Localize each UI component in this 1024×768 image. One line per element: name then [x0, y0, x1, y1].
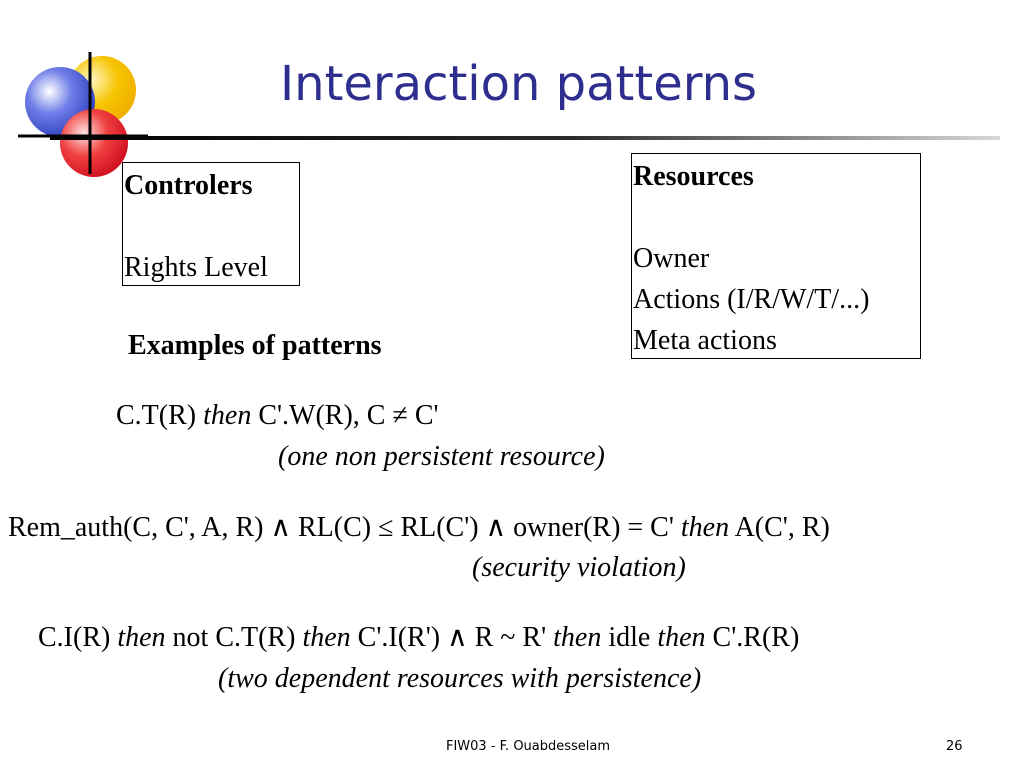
blank-line — [124, 206, 299, 247]
examples-heading: Examples of patterns — [128, 330, 382, 361]
formula-text: C'.I(R') ∧ R ~ R' — [350, 622, 554, 653]
formula-keyword: then — [657, 622, 706, 653]
formula-text: idle — [601, 622, 658, 653]
controlers-box: Controlers Rights Level — [122, 162, 300, 286]
resources-item: Actions (I/R/W/T/...) — [633, 284, 870, 315]
controlers-item: Rights Level — [124, 252, 268, 283]
resources-box: Resources Owner Actions (I/R/W/T/...) Me… — [631, 153, 921, 359]
formula-keyword: then — [117, 622, 166, 653]
slide-title: Interaction patterns — [280, 56, 758, 112]
blank-line — [633, 197, 920, 238]
formula-text: C'.R(R) — [705, 622, 800, 653]
formula-text: Rem_auth(C, C', A, R) ∧ RL(C) ≤ RL(C') ∧… — [8, 512, 681, 543]
pattern-formula: C.T(R) then C'.W(R), C ≠ C' — [116, 402, 439, 430]
formula-text: C.I(R) — [38, 622, 118, 653]
formula-text: C'.W(R), C ≠ C' — [251, 400, 439, 431]
resources-heading: Resources — [633, 161, 754, 192]
logo-graphic — [18, 52, 148, 177]
pattern-note: (one non persistent resource) — [278, 441, 605, 472]
formula-text: A(C', R) — [729, 512, 830, 543]
pattern-formula: Rem_auth(C, C', A, R) ∧ RL(C) ≤ RL(C') ∧… — [8, 514, 830, 542]
formula-keyword: then — [302, 622, 351, 653]
pattern-note: (security violation) — [472, 552, 686, 583]
formula-keyword: then — [680, 512, 730, 543]
footer-author: FIW03 - F. Ouabdesselam — [446, 739, 611, 754]
formula-text: C.T(R) — [116, 400, 204, 431]
pattern-formula: C.I(R) then not C.T(R) then C'.I(R') ∧ R… — [38, 624, 799, 652]
controlers-heading: Controlers — [124, 170, 253, 201]
formula-keyword: then — [553, 622, 602, 653]
page-number: 26 — [946, 739, 963, 754]
resources-item: Owner — [633, 243, 710, 274]
pattern-note: (two dependent resources with persistenc… — [218, 663, 702, 694]
red-circle — [60, 109, 128, 177]
title-underline — [50, 136, 1000, 140]
circles-crosshair-logo — [18, 48, 148, 178]
resources-item: Meta actions — [633, 325, 777, 356]
formula-text: not C.T(R) — [165, 622, 303, 653]
formula-keyword: then — [203, 400, 252, 431]
